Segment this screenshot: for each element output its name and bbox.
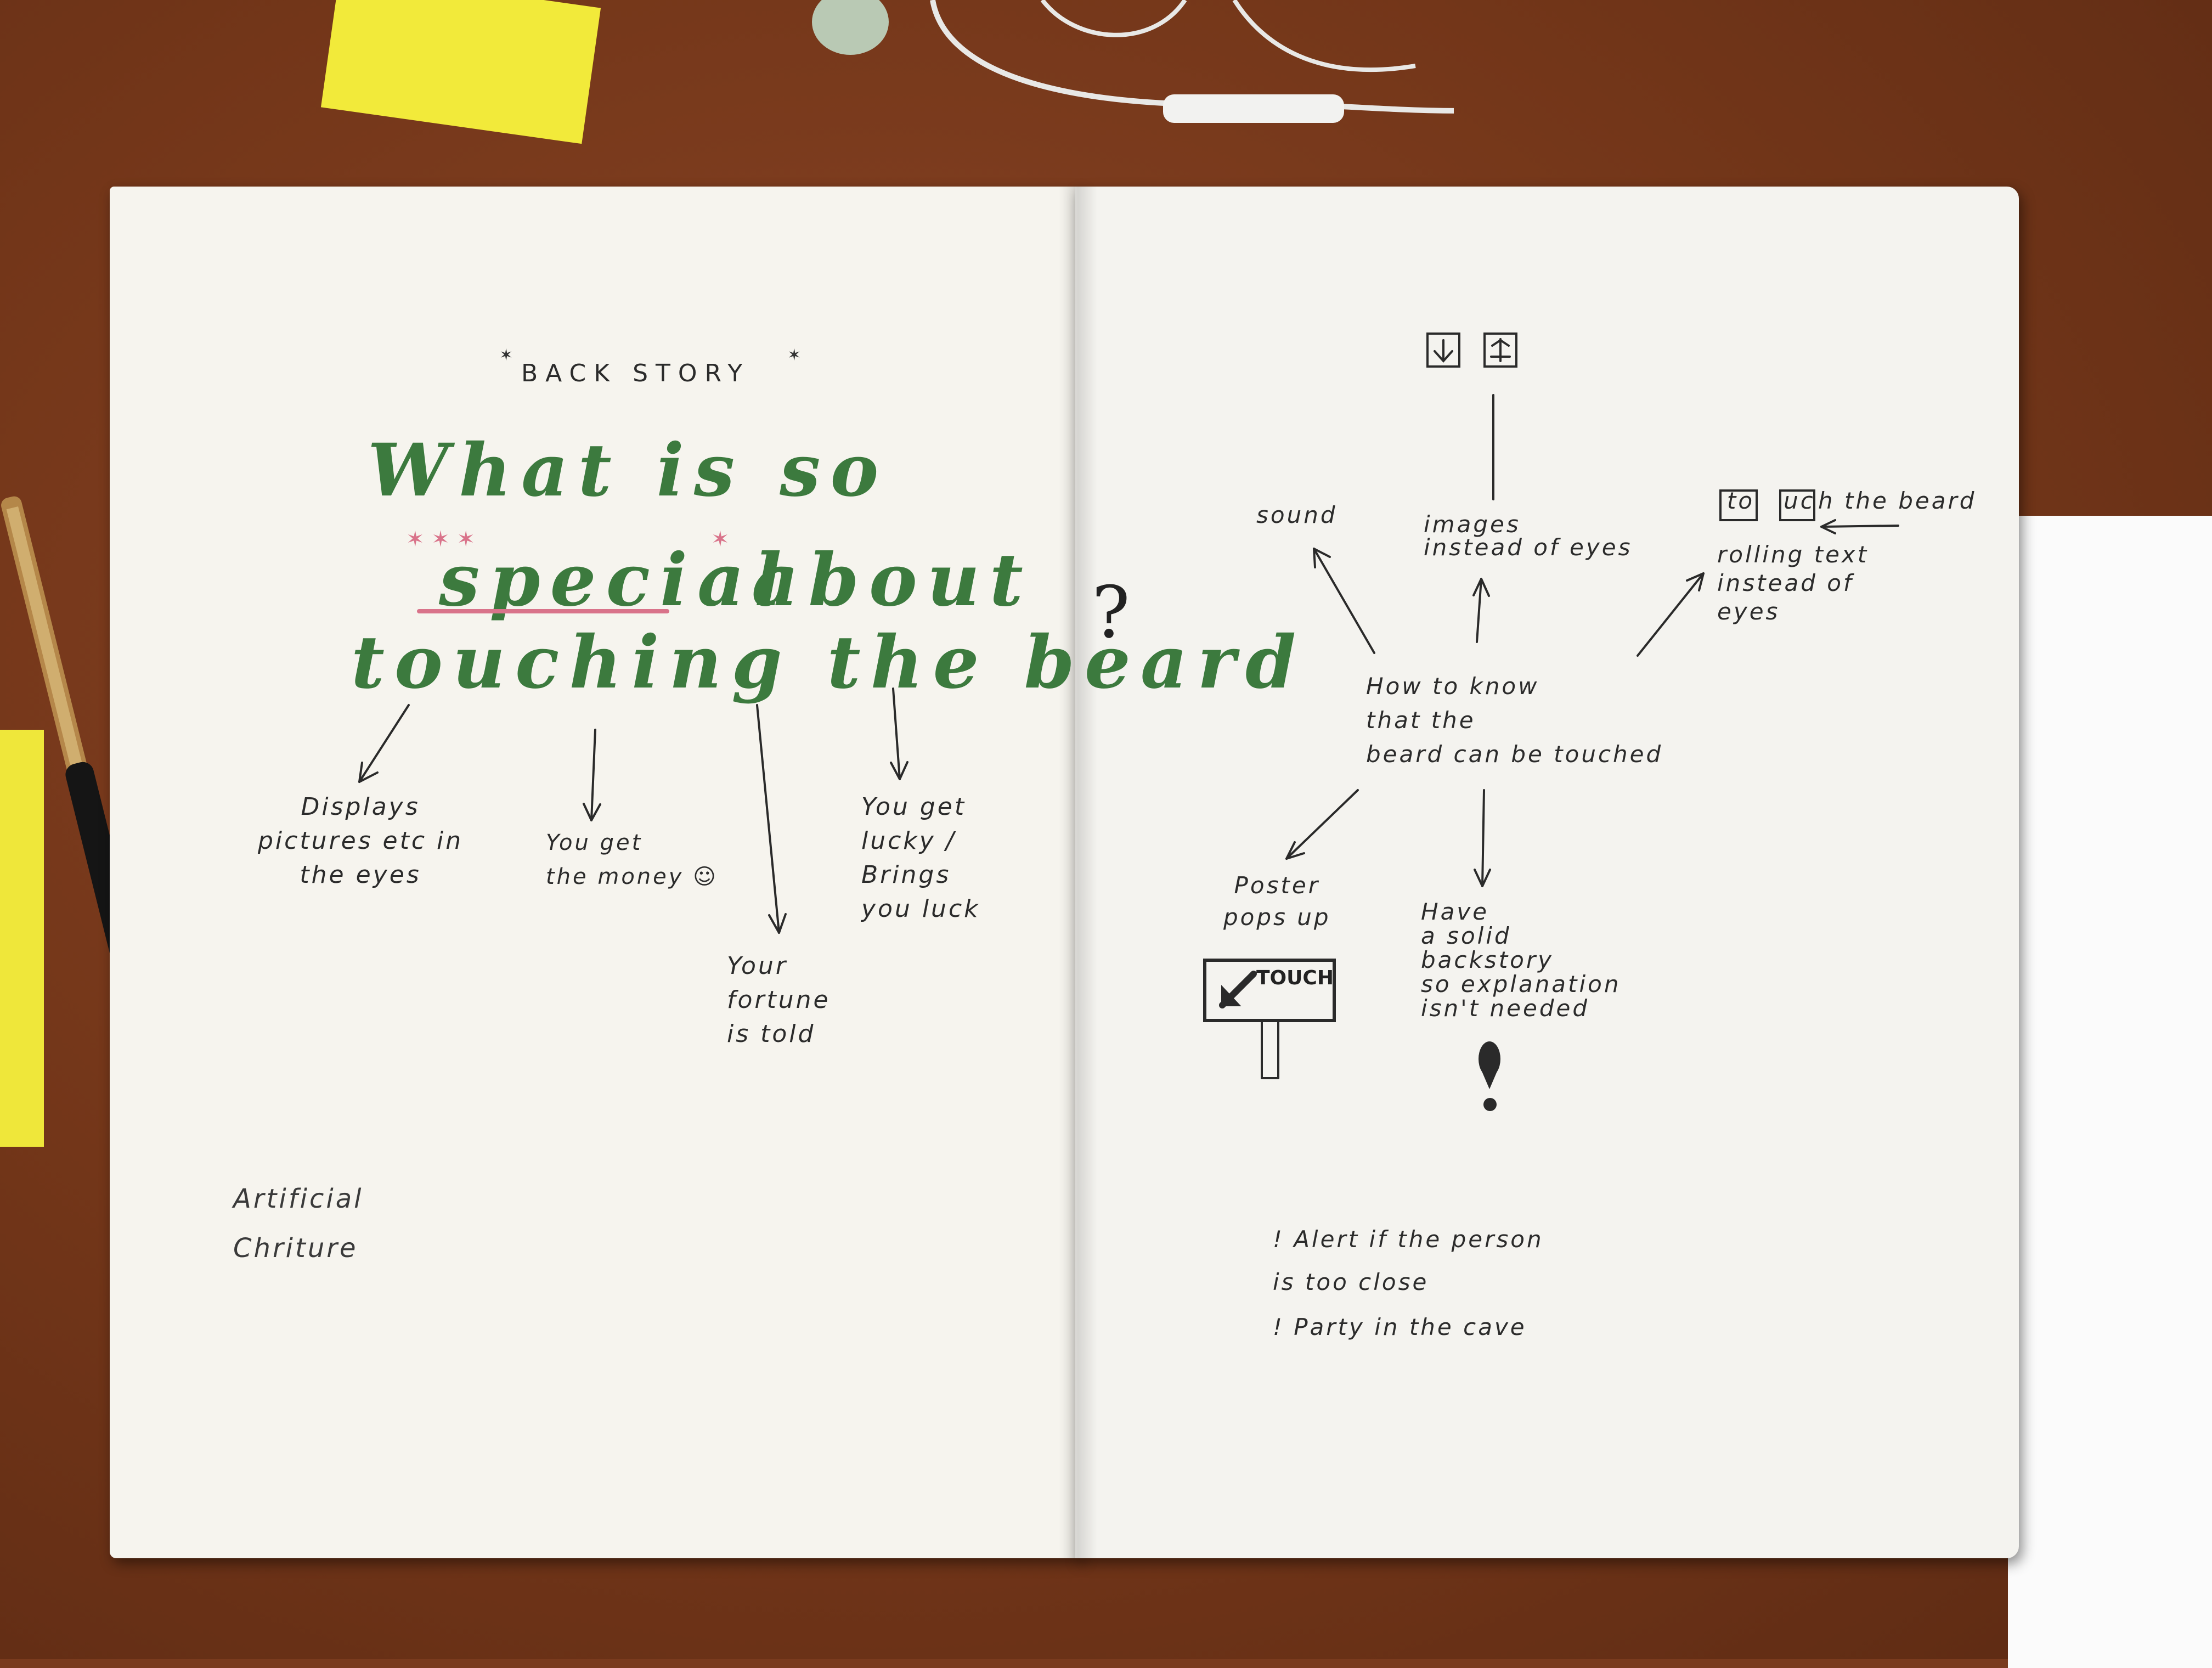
title-line-3: touching the beard	[351, 620, 1306, 705]
artificial-culture-note: Artificial Chriture	[233, 1184, 364, 1264]
sticky-note-left	[0, 730, 44, 1147]
title-word-special: special	[439, 538, 792, 623]
touch-rest: h the beard	[1818, 487, 1977, 514]
backstory-header: BACK STORY	[521, 359, 751, 387]
branch-pictures-in-eyes: Displays pictures etc in the eyes	[258, 793, 464, 889]
option-sound: sound	[1256, 501, 1338, 528]
touch-box-uc: uc	[1784, 487, 1815, 514]
option-rolling-text: rolling text instead of eyes	[1717, 541, 1869, 625]
center-how-to-know: How to know that the beard can be touche…	[1366, 673, 1663, 768]
alert-party-in-cave: ! Party in the cave	[1273, 1314, 1527, 1340]
option-poster-pops-up: Poster pops up	[1223, 872, 1331, 931]
earphones	[812, 0, 1454, 123]
question-mark: ?	[1092, 571, 1130, 654]
branch-get-money: You get the money ☺	[546, 830, 718, 889]
option-solid-backstory: Have a solid backstory so explanation is…	[1421, 898, 1621, 1022]
touch-box-to: to	[1726, 487, 1755, 514]
notebook-spine	[1059, 187, 1097, 1558]
notebook-left-page	[110, 187, 1081, 1558]
pink-stars: ✶ ✶ ✶✶	[406, 527, 730, 552]
alert-person-too-close: ! Alert if the person is too close	[1273, 1226, 1544, 1295]
pink-underline	[417, 609, 669, 613]
touch-sign-label: TOUCH	[1256, 967, 1334, 989]
branch-fortune-told: Your fortune is told	[727, 952, 831, 1048]
white-paper-sheet	[2008, 516, 2212, 1668]
title-word-about: about	[752, 538, 1033, 623]
star-doodles-header: ✶✶	[499, 346, 802, 365]
title-line-1: What is so	[368, 428, 889, 513]
option-images-instead-of-eyes: images instead of eyes	[1424, 511, 1633, 561]
branch-get-lucky: You get lucky / Brings you luck	[861, 793, 980, 923]
notebook-right-page	[1075, 187, 2019, 1558]
